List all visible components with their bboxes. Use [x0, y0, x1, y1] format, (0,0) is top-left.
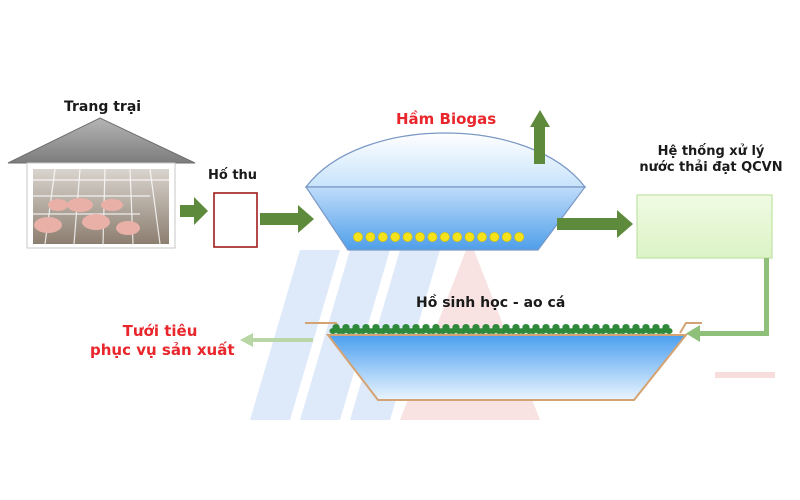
irrigation-label: Tưới tiêu phục vụ sản xuất	[90, 322, 235, 360]
pond-water	[328, 335, 686, 400]
gas-bubble	[377, 232, 388, 242]
water-plant	[429, 324, 443, 334]
water-plant	[329, 324, 343, 334]
irrigation-label-line1: Tưới tiêu	[122, 322, 198, 340]
arrow-biogas-to-treatment	[557, 210, 633, 238]
gas-bubble	[415, 232, 425, 242]
decor-line	[715, 372, 775, 378]
barn-roof	[7, 117, 196, 164]
farm-label: Trang trại	[64, 99, 142, 115]
pond-label: Hồ sinh học - ao cá	[416, 295, 566, 311]
collection-tank-label: Hố thu	[208, 168, 258, 183]
gas-bubble	[439, 232, 450, 242]
gas-bubble	[353, 232, 363, 242]
gas-bubble	[477, 232, 487, 242]
arrow-tank-to-biogas	[260, 205, 314, 233]
treatment-label-line2: nước thải đạt QCVN	[639, 160, 783, 176]
irrigation-label-line2: phục vụ sản xuất	[90, 340, 235, 359]
biogas-digester	[304, 132, 587, 251]
arrow-pond-to-irrigation	[240, 333, 313, 347]
farm-barn	[7, 117, 196, 249]
collection-tank	[213, 192, 258, 248]
gas-bubble	[514, 232, 525, 242]
arrow-farm-to-tank	[180, 197, 208, 225]
gas-bubble	[464, 232, 475, 242]
water-plant	[659, 324, 673, 334]
gas-bubble	[365, 232, 376, 242]
arrow-gas-up	[530, 110, 550, 164]
pigs	[34, 198, 140, 235]
water-plant	[619, 324, 633, 334]
arrow-treatment-to-pond	[686, 258, 769, 342]
gas-bubble	[402, 232, 413, 242]
biogas-dome	[304, 132, 587, 188]
gas-bubble	[427, 232, 438, 242]
gas-bubble	[489, 232, 500, 242]
biological-pond	[305, 322, 702, 401]
treatment-label-line1: Hệ thống xử lý	[657, 144, 765, 159]
water-plant	[559, 324, 573, 334]
water-plants	[329, 324, 673, 334]
gas-bubble	[452, 232, 463, 242]
gas-bubbles	[353, 232, 525, 242]
water-plant	[579, 324, 593, 334]
treatment-system-label: Hệ thống xử lý nước thải đạt QCVN	[636, 144, 786, 177]
gas-bubble	[501, 232, 512, 242]
treatment-system-box	[636, 194, 773, 259]
biogas-label: Hầm Biogas	[396, 110, 497, 128]
gas-bubble	[390, 232, 401, 242]
